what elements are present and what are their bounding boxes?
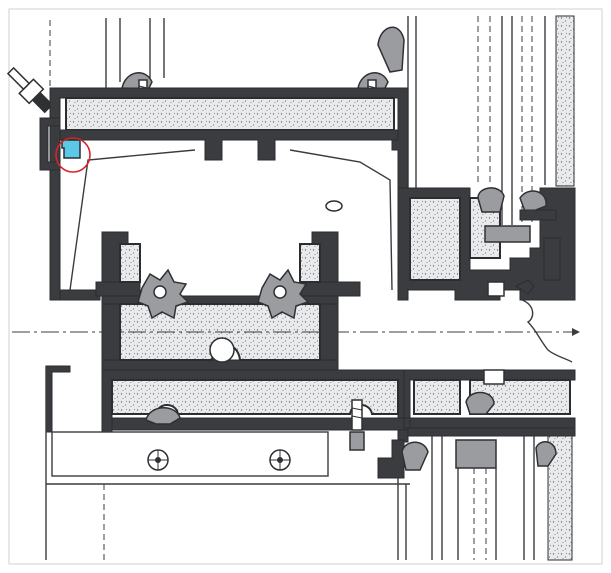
- left-wall: [59, 289, 101, 301]
- top-insulation: [65, 97, 395, 131]
- axis-arrow: [572, 328, 580, 336]
- lower-right-insulation: [413, 379, 461, 415]
- bolt-icon: [269, 449, 291, 471]
- gasket-icon: [401, 441, 429, 471]
- gasket-icon: [477, 187, 505, 213]
- bottom-glazing: [431, 427, 573, 561]
- right-glazing: [407, 15, 575, 225]
- gasket-icon: [257, 268, 310, 320]
- mullion-top-bridge: [95, 281, 361, 297]
- right-frame-slot: [487, 281, 505, 297]
- inner-bracket: [69, 149, 393, 291]
- gasket-icon: [519, 190, 547, 215]
- highlight-element: [61, 139, 81, 159]
- lower-right-slot: [483, 369, 505, 385]
- right-frame-gasket-block: [484, 225, 531, 243]
- mullion-tube: [209, 337, 235, 363]
- screw-icon: [349, 399, 365, 451]
- right-inner-tab: [519, 209, 561, 281]
- gasket-icon: [465, 391, 495, 415]
- left-lower-panel: [45, 365, 71, 433]
- left-clamp: [39, 117, 61, 171]
- top-glazing: [105, 18, 165, 90]
- mullion-insulation-left: [119, 243, 141, 283]
- right-frame-insulation: [409, 197, 461, 281]
- gasket-icon: [377, 26, 405, 73]
- cover-profile: [59, 129, 399, 161]
- mullion-insulation-right: [299, 243, 321, 283]
- weather-seal: [521, 299, 573, 363]
- bolt-icon: [147, 449, 169, 471]
- right-frame-hook: [515, 279, 535, 295]
- frame-border: [8, 8, 603, 565]
- gasket-icon: [145, 407, 181, 425]
- bottom-right-frame: [407, 427, 576, 437]
- highlight-circle-icon: [55, 137, 91, 173]
- gasket-icon: [535, 441, 557, 467]
- bottom-step-profile: [377, 439, 405, 479]
- small-bolt: [325, 200, 343, 212]
- gasket-icon: [137, 268, 190, 320]
- bolt-icon: [6, 66, 54, 114]
